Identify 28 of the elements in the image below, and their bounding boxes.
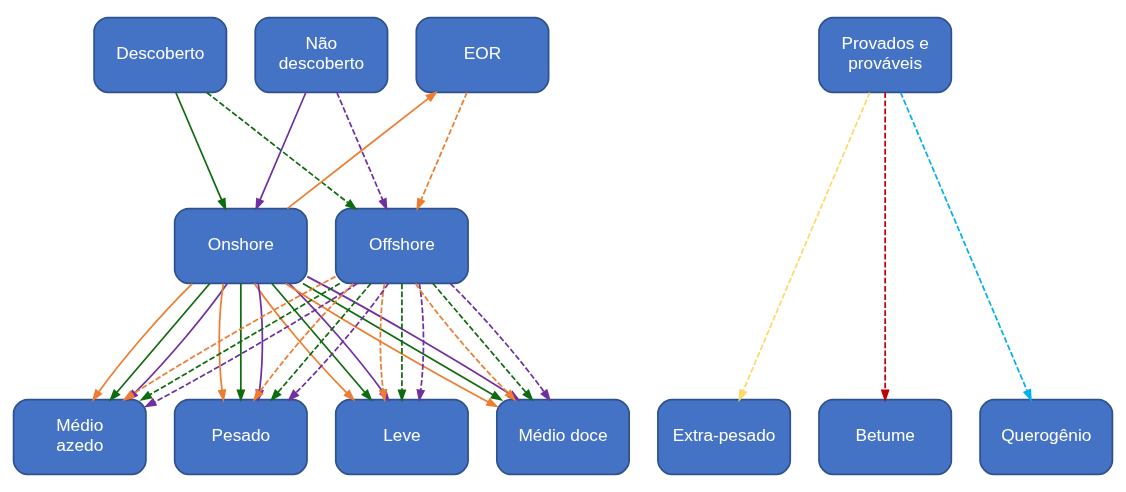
arrow bbox=[217, 282, 227, 403]
node-box: Não descoberto bbox=[254, 16, 389, 94]
node-box: Betume bbox=[818, 398, 953, 476]
arrow bbox=[880, 91, 890, 403]
node-box: Provados e prováveis bbox=[818, 16, 953, 94]
node-box: Pesado bbox=[173, 398, 308, 476]
node-box: Médio azedo bbox=[12, 398, 147, 476]
arrow bbox=[899, 91, 1032, 402]
node-box: Extra-pesado bbox=[657, 398, 792, 476]
node-box: Leve bbox=[334, 398, 469, 476]
arrow bbox=[414, 282, 517, 402]
arrow bbox=[206, 91, 358, 211]
node-box: Descoberto bbox=[93, 16, 228, 94]
node-box: Médio doce bbox=[495, 398, 631, 476]
node-box: EOR bbox=[415, 16, 550, 94]
node-box: Querogênio bbox=[979, 398, 1114, 476]
arrow bbox=[397, 282, 407, 403]
arrow bbox=[255, 91, 307, 211]
arrow bbox=[174, 91, 227, 211]
arrow bbox=[284, 282, 499, 408]
arrow bbox=[416, 282, 426, 403]
arrow bbox=[416, 91, 468, 211]
node-box: Onshore bbox=[173, 207, 308, 285]
arrow bbox=[236, 282, 246, 403]
arrow bbox=[286, 90, 438, 210]
node-box: Offshore bbox=[334, 207, 469, 285]
arrow bbox=[336, 91, 388, 211]
arrow bbox=[738, 91, 871, 402]
